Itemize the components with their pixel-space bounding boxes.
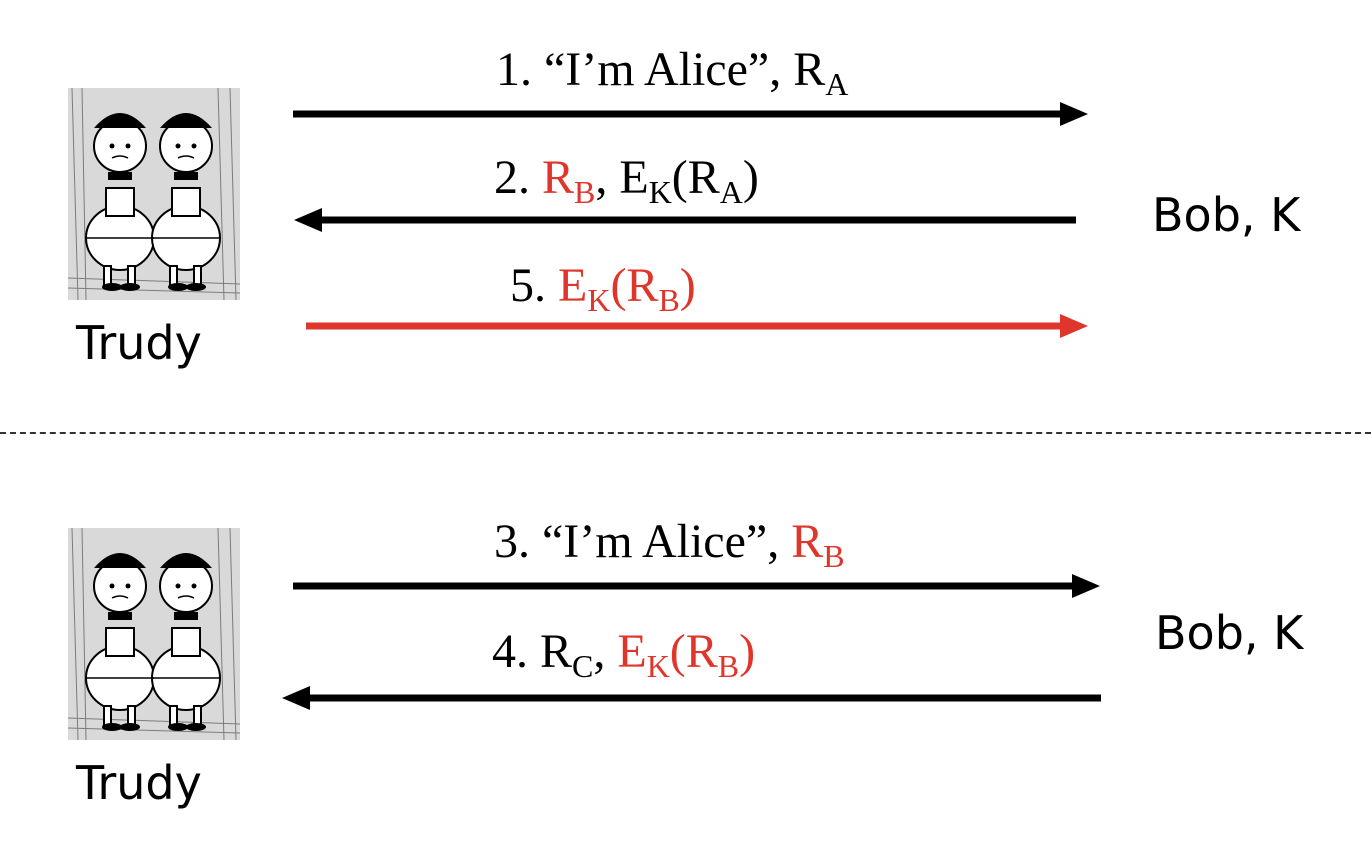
- message-text: E: [617, 625, 647, 678]
- target-label: Bob, K: [1155, 606, 1304, 660]
- message-text: R: [542, 151, 575, 204]
- attacker-label: Trudy: [76, 316, 202, 370]
- message-text: 2.: [494, 151, 542, 204]
- message-text: (R: [610, 259, 659, 312]
- message-text: 4. R: [492, 625, 573, 678]
- subscript-text: B: [823, 538, 845, 574]
- message-label: 4. RC, EK(RB): [492, 625, 756, 683]
- arrow-right: [293, 574, 1100, 598]
- message-text: 3. “I’m Alice”,: [494, 515, 792, 568]
- subscript-text: A: [825, 66, 849, 102]
- arrow-left: [282, 686, 1101, 710]
- message-text: (R: [671, 151, 720, 204]
- subscript-text: B: [574, 174, 596, 210]
- message-text: ): [742, 151, 759, 204]
- subscript-text: B: [658, 282, 680, 318]
- message-label: 3. “I’m Alice”, RB: [494, 515, 845, 573]
- subscript-text: B: [717, 648, 740, 684]
- message-label: 5. EK(RB): [510, 259, 696, 317]
- target-label: Bob, K: [1152, 188, 1301, 242]
- subscript-text: K: [648, 174, 672, 210]
- message-text: (R: [669, 625, 718, 678]
- message-label: 2. RB, EK(RA): [494, 151, 759, 209]
- arrow-left: [294, 208, 1076, 232]
- subscript-text: K: [646, 648, 670, 684]
- message-label: 1. “I’m Alice”, RA: [496, 43, 848, 101]
- message-text: R: [791, 515, 824, 568]
- message-text: 1. “I’m Alice”, R: [496, 43, 826, 96]
- subscript-text: K: [587, 282, 611, 318]
- message-text: 5.: [510, 259, 558, 312]
- message-text: , E: [595, 151, 649, 204]
- twins-illustration-icon: [68, 88, 240, 300]
- section-divider: [0, 432, 1371, 434]
- message-text: ,: [593, 625, 618, 678]
- message-text: E: [558, 259, 588, 312]
- arrow-right: [293, 102, 1088, 126]
- attacker-label: Trudy: [76, 756, 202, 810]
- subscript-text: C: [572, 648, 594, 684]
- subscript-text: A: [719, 174, 743, 210]
- arrow-right-highlighted: [306, 314, 1088, 338]
- twins-illustration-icon: [68, 528, 240, 740]
- message-text: ): [739, 625, 756, 678]
- message-text: ): [679, 259, 696, 312]
